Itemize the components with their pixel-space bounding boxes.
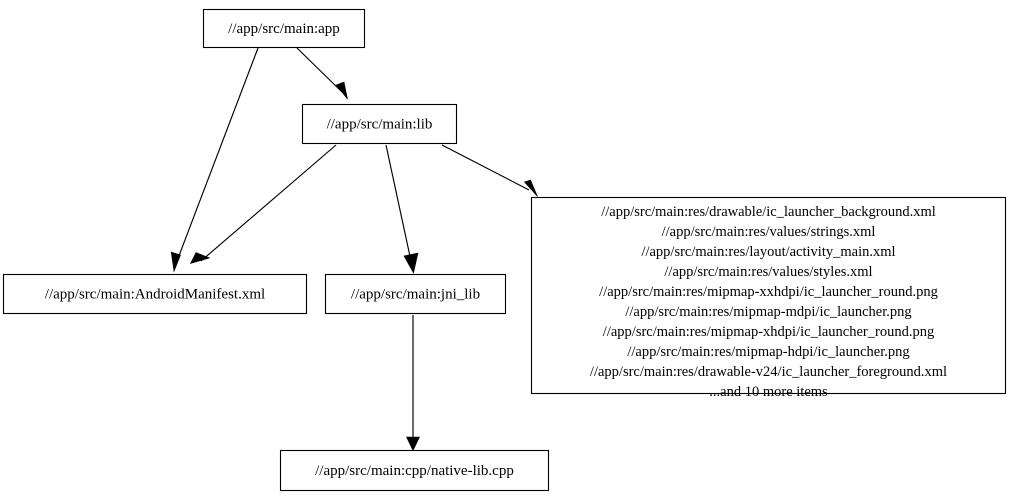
- node-box[interactable]: [2, 273, 308, 315]
- edge-lib-to-jni-lib: [385, 144, 419, 274]
- node-label-app: //app/src/main:app: [228, 21, 340, 37]
- node-label-lib: //app/src/main:lib: [327, 116, 433, 132]
- arrowhead-icon: [170, 251, 181, 273]
- edge-lib-to-resources: [441, 144, 538, 197]
- edge-app-to-lib: [296, 47, 348, 100]
- node-android-manifest[interactable]: //app/src/main:AndroidManifest.xml: [2, 273, 308, 315]
- resource-line: //app/src/main:res/values/styles.xml: [664, 264, 872, 280]
- node-label-jni-lib: //app/src/main:jni_lib: [351, 286, 480, 302]
- node-jni-lib[interactable]: //app/src/main:jni_lib: [324, 273, 507, 315]
- node-app[interactable]: //app/src/main:app: [202, 8, 366, 49]
- node-label-android-manifest: //app/src/main:AndroidManifest.xml: [45, 286, 265, 302]
- resource-line: //app/src/main:res/mipmap-hdpi/ic_launch…: [627, 344, 909, 360]
- edge-line: [296, 47, 343, 93]
- arrowhead-icon: [406, 436, 420, 452]
- edge-line: [176, 47, 259, 262]
- node-resources[interactable]: //app/src/main:res/drawable/ic_launcher_…: [530, 196, 1007, 401]
- arrowhead-icon: [403, 252, 419, 274]
- resource-line: //app/src/main:res/mipmap-xxhdpi/ic_laun…: [599, 284, 938, 300]
- edge-line: [441, 144, 530, 191]
- resource-line: //app/src/main:res/drawable/ic_launcher_…: [601, 204, 936, 220]
- node-box[interactable]: [301, 103, 458, 145]
- edge-line: [200, 144, 337, 262]
- node-box[interactable]: [279, 449, 550, 492]
- node-box[interactable]: [202, 8, 366, 49]
- edge-jni-lib-to-native-lib: [406, 315, 420, 452]
- edge-app-to-manifest: [170, 47, 259, 273]
- resource-line: //app/src/main:res/mipmap-xhdpi/ic_launc…: [603, 324, 934, 340]
- resource-line: //app/src/main:res/values/strings.xml: [662, 224, 876, 240]
- resource-line: //app/src/main:res/mipmap-mdpi/ic_launch…: [625, 304, 911, 320]
- node-box[interactable]: [530, 196, 1007, 395]
- resource-overflow-label: ...and 10 more items: [709, 384, 828, 400]
- arrowhead-icon: [523, 179, 538, 197]
- node-lib[interactable]: //app/src/main:lib: [301, 103, 458, 145]
- node-box[interactable]: [324, 273, 507, 315]
- node-native-lib[interactable]: //app/src/main:cpp/native-lib.cpp: [279, 449, 550, 492]
- node-label-native-lib: //app/src/main:cpp/native-lib.cpp: [315, 463, 514, 479]
- edge-line: [385, 144, 412, 262]
- edge-lib-to-manifest: [189, 144, 337, 264]
- arrowhead-icon: [335, 81, 348, 100]
- resource-line: //app/src/main:res/layout/activity_main.…: [641, 244, 895, 260]
- arrowhead-icon: [189, 252, 211, 264]
- resource-line: //app/src/main:res/drawable-v24/ic_launc…: [590, 364, 947, 380]
